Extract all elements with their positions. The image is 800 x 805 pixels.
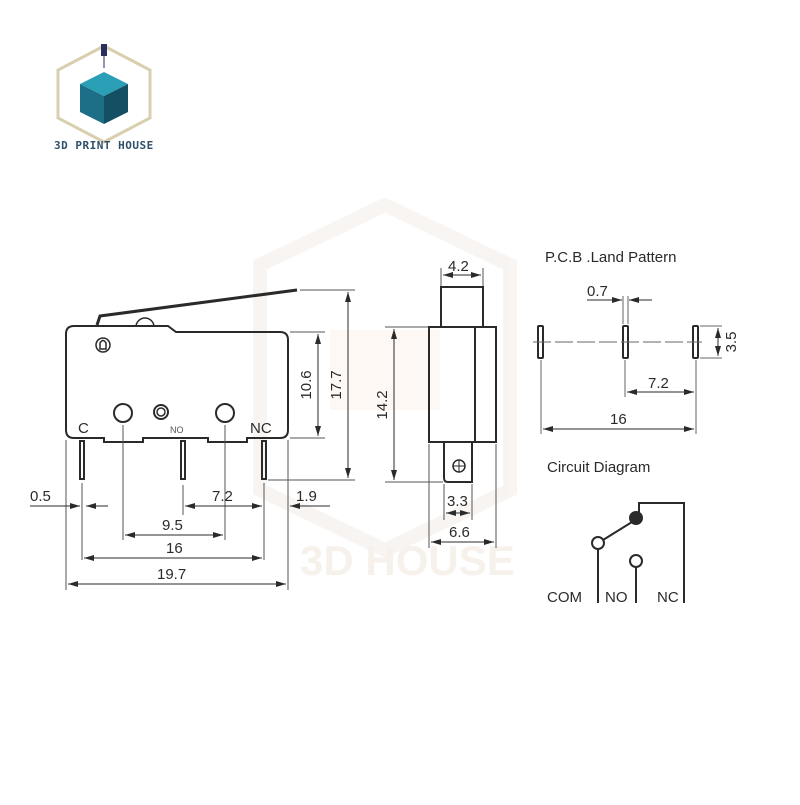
pcb-pattern-title: P.C.B .Land Pattern [545, 249, 676, 266]
circuit-diagram [591, 502, 685, 603]
nc-contact-icon [629, 511, 643, 525]
pcb-pattern-labels: 0.7 3.5 7.2 16 [587, 283, 740, 428]
dim-actuator-width: 4.2 [448, 258, 469, 275]
dim-pad-height: 3.5 [723, 332, 740, 353]
label-com: COM [547, 589, 582, 606]
pin-label-nc: NC [250, 420, 272, 437]
side-view [30, 288, 355, 590]
dim-body-height: 10.6 [298, 370, 315, 399]
dim-pin-width: 0.5 [30, 488, 51, 505]
logo-hex-icon [56, 44, 152, 144]
label-no: NO [605, 589, 628, 606]
dim-overhang: 1.9 [296, 488, 317, 505]
dim-total-height: 17.7 [328, 370, 345, 399]
side-view-labels: C NO NC 10.6 17.7 0.5 7.2 1.9 9.5 16 19.… [30, 370, 345, 583]
label-nc: NC [657, 589, 679, 606]
dim-pad-width: 0.7 [587, 283, 608, 300]
dim-end-body-height: 14.2 [374, 390, 391, 419]
com-contact-icon [591, 536, 605, 550]
watermark-text: 3D HOUSE [300, 537, 515, 584]
pin-label-no: NO [170, 425, 184, 435]
nozzle-icon [101, 44, 107, 56]
no-contact-icon [629, 554, 643, 568]
brand-logo: 3D PRINT HOUSE [54, 44, 154, 152]
dim-c-nc-pitch: 16 [166, 540, 183, 557]
circuit-labels: COM NO NC [547, 589, 679, 606]
dim-mount-hole-pitch: 9.5 [162, 517, 183, 534]
end-view [385, 268, 497, 548]
dim-pad-pitch: 7.2 [648, 375, 669, 392]
circuit-diagram-title: Circuit Diagram [547, 459, 650, 476]
dim-terminal-width: 3.3 [447, 493, 468, 510]
dim-end-body-width: 6.6 [449, 524, 470, 541]
dim-pad-total: 16 [610, 411, 627, 428]
pcb-land-pattern [533, 296, 722, 434]
cube-icon [80, 72, 128, 124]
pin-label-c: C [78, 420, 89, 437]
dim-no-nc-pitch: 7.2 [212, 488, 233, 505]
end-view-labels: 4.2 14.2 3.3 6.6 [374, 258, 470, 541]
logo-text: 3D PRINT HOUSE [54, 139, 154, 152]
dim-body-length: 19.7 [157, 566, 186, 583]
